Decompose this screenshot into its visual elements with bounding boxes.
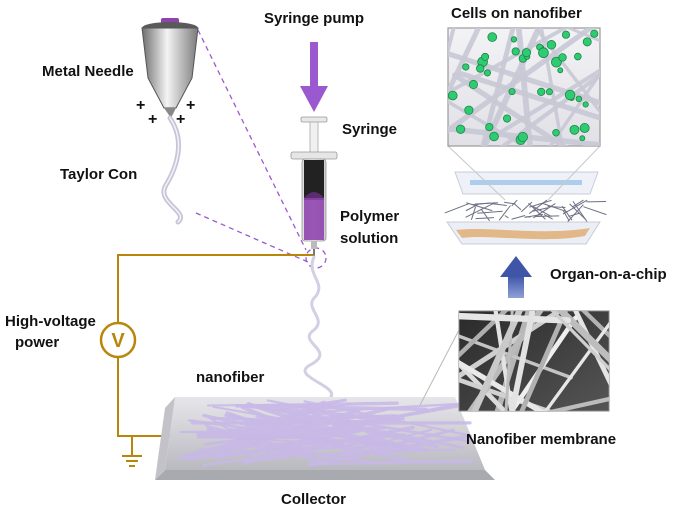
cell-dot [559, 54, 567, 62]
charge-plus: + [186, 97, 195, 114]
cell-dot [465, 106, 473, 114]
chip-fiber [535, 216, 559, 217]
cell-dot [518, 132, 527, 141]
charge-plus: + [176, 111, 185, 128]
chip-fiber [476, 218, 494, 219]
chip-fiber [445, 204, 469, 213]
cell-dot [503, 115, 510, 122]
cell-dot [511, 37, 517, 43]
syringe-label: Syringe [342, 121, 397, 139]
chip-fiber [481, 209, 490, 221]
cell-dot [591, 30, 598, 37]
chip-fiber [477, 211, 502, 213]
metal-needle-label: Metal Needle [42, 63, 134, 81]
cell-dot [456, 125, 464, 133]
cell-dot [539, 48, 549, 58]
cell-dot [482, 53, 489, 60]
cell-dot [512, 48, 519, 55]
syringe-pump-label: Syringe pump [264, 10, 364, 28]
syringe-icon [291, 117, 337, 257]
chip-fiber [512, 216, 526, 220]
pump-arrow-icon [300, 42, 328, 112]
polymer-solution-label-line1: Polymer [340, 208, 399, 226]
cell-dot [580, 136, 585, 141]
polymer-solution-label-line2: solution [340, 230, 398, 248]
chip-arrow-icon [500, 256, 532, 298]
cell-dot [490, 132, 499, 141]
organ-on-a-chip-label: Organ-on-a-chip [550, 266, 667, 284]
cell-dot [576, 96, 582, 102]
chip-fiber [583, 207, 606, 215]
voltmeter-icon: V [101, 323, 135, 357]
nanofiber-label: nanofiber [196, 369, 264, 387]
cells-on-nanofiber-image [409, 0, 688, 250]
cell-dot [488, 33, 497, 42]
sem-fiber [520, 294, 688, 310]
charge-plus: + [148, 111, 157, 128]
cell-dot [484, 70, 490, 76]
cell-dot [522, 48, 530, 56]
nanofiber-membrane-label: Nanofiber membrane [466, 431, 616, 449]
ground-icon [122, 456, 142, 466]
cell-dot [546, 89, 552, 95]
chip-fiber [471, 207, 475, 220]
cell-dot [537, 88, 544, 95]
cell-dot [469, 80, 477, 88]
cell-dot [562, 31, 569, 38]
organ-chip-icon [445, 172, 607, 244]
cell-dot [570, 125, 579, 134]
charge-plus: + [136, 97, 145, 114]
chip-fiber [569, 213, 580, 216]
chip-fiber [505, 215, 509, 217]
svg-text:V: V [111, 330, 125, 352]
cell-dot [476, 65, 484, 73]
cell-dot [448, 91, 457, 100]
high-voltage-label-line2: power [15, 334, 59, 352]
cell-dot [463, 64, 469, 70]
cell-dot [574, 53, 581, 60]
cell-dot [486, 123, 493, 130]
cell-dot [565, 90, 575, 100]
cell-dot [583, 38, 591, 46]
collector-label: Collector [281, 491, 346, 509]
cell-dot [558, 68, 563, 73]
collector-plate-icon [155, 397, 495, 480]
cell-dot [583, 102, 588, 107]
sem-fiber [455, 295, 675, 308]
taylor-con-label: Taylor Con [60, 166, 137, 184]
chip-fiber [499, 205, 510, 220]
high-voltage-label-line1: High-voltage [5, 313, 96, 331]
cell-dot [580, 123, 589, 132]
cell-dot [553, 129, 560, 136]
chip-fiber [524, 214, 542, 217]
polymer-jet [305, 257, 332, 398]
cell-dot [547, 40, 556, 49]
cell-dot [509, 88, 515, 94]
cells-on-nanofiber-label: Cells on nanofiber [451, 5, 582, 23]
chip-fiber [491, 204, 506, 206]
